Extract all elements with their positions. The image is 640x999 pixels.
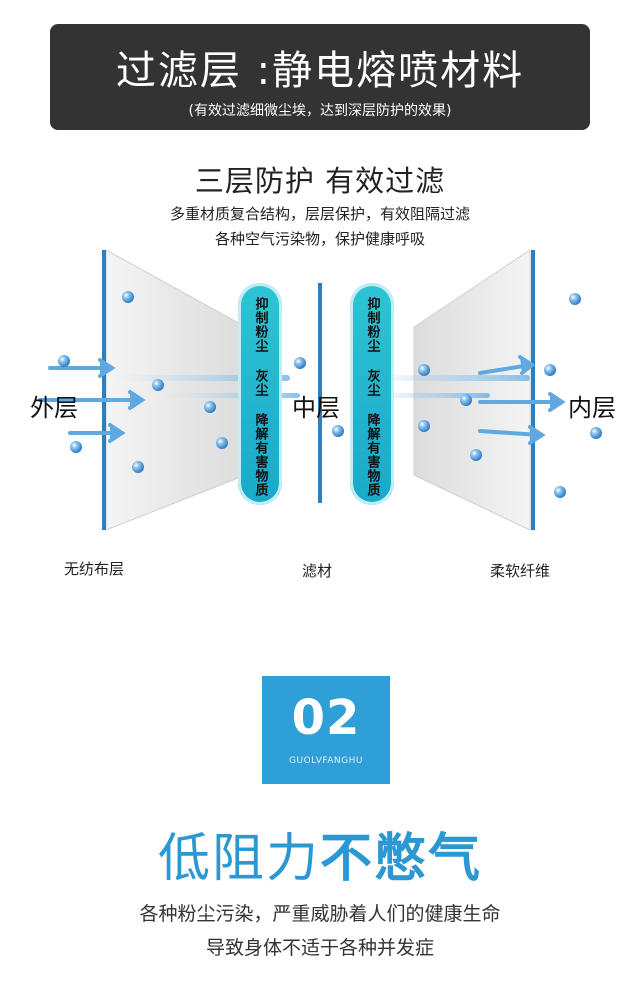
section-title: 三层防护 有效过滤 [194, 164, 446, 198]
caption-soft-fiber: 柔软纤维 [490, 562, 551, 580]
arrows-right [478, 355, 566, 445]
label-outer-layer: 外层 [30, 394, 78, 422]
caption-nonwoven: 无纺布层 [64, 560, 125, 578]
filter-pill-right: 抑制粉尘 灰尘 降解有害物质 [350, 283, 394, 505]
section-number-badge: 02 GUOLVFANGHU [262, 676, 390, 784]
label-middle-layer: 中层 [292, 394, 340, 422]
section2-line1: 各种粉尘污染，严重威胁着人们的健康生命 [139, 903, 501, 925]
section2-line2: 导致身体不适于各种并发症 [205, 937, 434, 959]
right-panel [413, 249, 531, 531]
section-desc-line1: 多重材质复合结构，层层保护，有效阻隔过滤 [169, 205, 470, 223]
section2-title-part2: 不憋气 [320, 829, 483, 889]
banner-title: 过滤层 :静电熔喷材料 [115, 48, 525, 94]
dust-particles [58, 291, 602, 498]
caption-filter-material: 滤材 [302, 562, 333, 580]
badge-number: 02 [291, 690, 361, 746]
section-desc-line2: 各种空气污染物，保护健康呼吸 [214, 230, 425, 248]
header-banner: 过滤层 :静电熔喷材料 (有效过滤细微尘埃，达到深层防护的效果) [50, 24, 590, 130]
section2-title: 低阻力不憋气 [0, 816, 640, 891]
filter-pill-left: 抑制粉尘 灰尘 降解有害物质 [238, 283, 282, 505]
pill-right-text: 抑制粉尘 灰尘 降解有害物质 [364, 297, 380, 497]
banner-subtitle: (有效过滤细微尘埃，达到深层防护的效果) [188, 103, 452, 119]
section2-title-part1: 低阻力 [157, 829, 320, 889]
pill-left-text: 抑制粉尘 灰尘 降解有害物质 [252, 297, 268, 497]
arrows-left [38, 358, 146, 443]
label-inner-layer: 内层 [568, 394, 616, 422]
three-layer-diagram: 抑制粉尘 灰尘 降解有害物质 抑制粉尘 灰尘 降解有害物质 外层 中层 内层 [0, 245, 640, 555]
badge-label: GUOLVFANGHU [289, 756, 363, 766]
